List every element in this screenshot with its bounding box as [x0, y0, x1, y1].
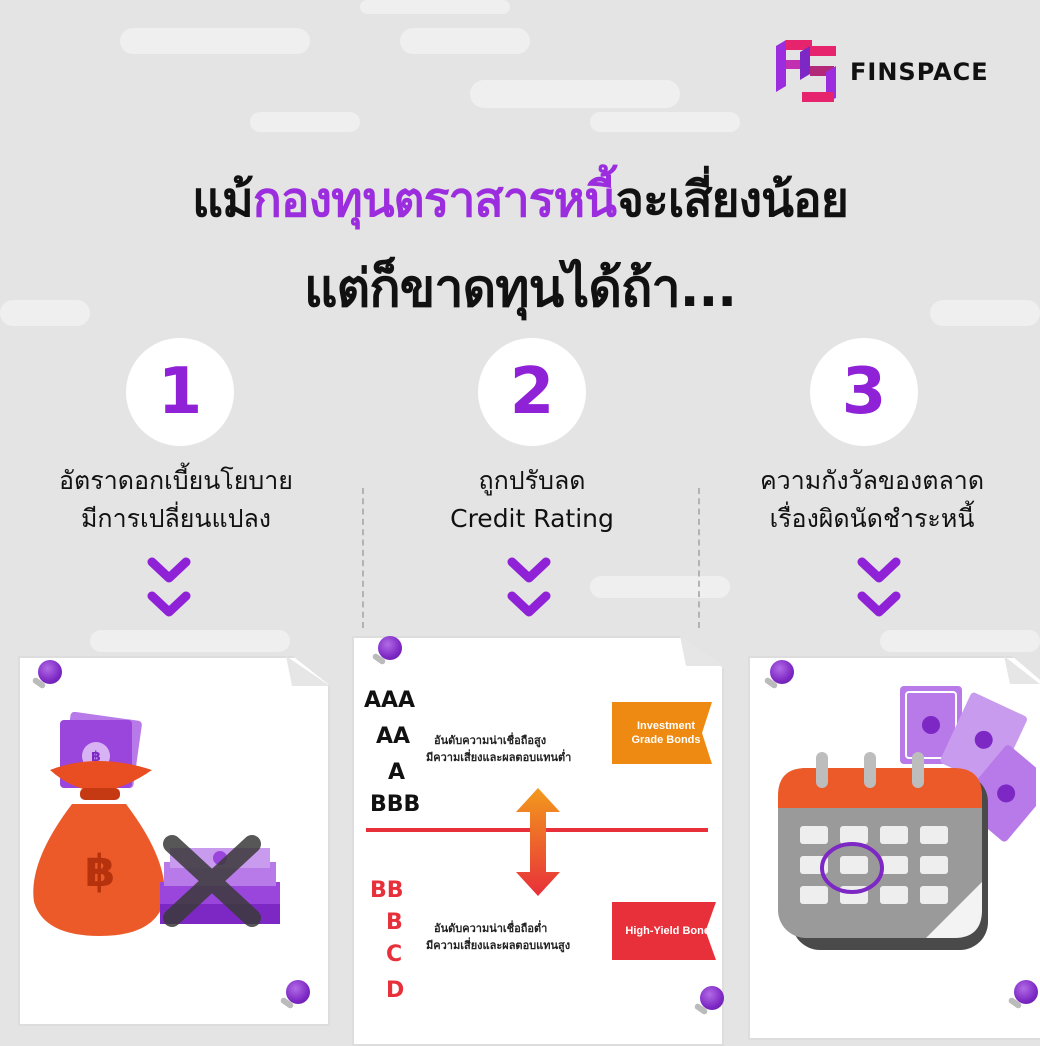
step-2-number: 2 [478, 338, 586, 446]
step-2-line-1: ถูกปรับลด [478, 466, 586, 495]
divider-1 [362, 488, 364, 628]
pin-icon [378, 636, 402, 660]
chevron-down-icon [147, 557, 191, 617]
chevron-down-icon [507, 557, 551, 617]
step-3-line-1: ความกังวัลของตลาด [759, 466, 985, 495]
step-2-text: ถูกปรับลด Credit Rating [362, 462, 702, 538]
step-1-number: 1 [126, 338, 234, 446]
step-1-line-1: อัตราดอกเบี้ยนโยบาย [59, 466, 293, 495]
page-curl-icon [680, 636, 724, 666]
rating-d: D [386, 978, 405, 1003]
highyield-desc-line-2: มีความเสี่ยงและผลตอบแทนสูง [426, 939, 571, 952]
double-arrow-icon [516, 788, 560, 896]
brand-name: FINSPACE [850, 58, 989, 86]
pin-icon [1014, 980, 1038, 1004]
pin-icon [700, 986, 724, 1010]
divider-2 [698, 488, 700, 628]
investment-desc-line-1: อันดับความน่าเชื่อถือสูง [434, 734, 547, 747]
investment-desc-line-2: มีความเสี่ยงและผลตอบแทนต่ำ [426, 751, 572, 764]
step-2-line-2: Credit Rating [450, 504, 614, 533]
rating-c: C [386, 942, 403, 967]
pin-icon [38, 660, 62, 684]
investment-description: อันดับความน่าเชื่อถือสูง มีความเสี่ยงและ… [426, 732, 571, 766]
rating-bb: BB [370, 878, 404, 903]
high-yield-tag: High-Yield Bond [612, 902, 716, 960]
pin-icon [286, 980, 310, 1004]
chevron-down-icon [857, 557, 901, 617]
step-3-line-2: เรื่องผิดนัดชำระหนี้ [769, 504, 975, 533]
highyield-desc-line-1: อันดับความน่าเชื่อถือต่ำ [434, 922, 548, 935]
brand-logo: FINSPACE [776, 38, 988, 107]
money-bag-icon: ฿ ฿ [33, 712, 280, 936]
rating-aaa: AAA [364, 688, 416, 713]
svg-text:฿: ฿ [91, 749, 101, 765]
page-curl-icon [286, 656, 330, 686]
headline-highlight: กองทุนตราสารหนี้ [252, 172, 617, 228]
pin-icon [770, 660, 794, 684]
headline-line-1: แม้กองทุนตราสารหนี้จะเสี่ยงน้อย [0, 162, 1040, 238]
highyield-description: อันดับความน่าเชื่อถือต่ำ มีความเสี่ยงและ… [426, 920, 570, 954]
headline-suffix: จะเสี่ยงน้อย [615, 172, 849, 228]
rating-b: B [386, 910, 403, 935]
rating-aa: AA [376, 724, 411, 749]
rating-bbb: BBB [370, 792, 421, 817]
headline-prefix: แม้ [192, 172, 254, 228]
finspace-logo-icon [776, 40, 836, 102]
step-3-number: 3 [810, 338, 918, 446]
investment-grade-tag: Investment Grade Bonds [612, 702, 712, 764]
step-1-line-2: มีการเปลี่ยนแปลง [80, 504, 272, 533]
svg-text:฿: ฿ [85, 846, 116, 897]
headline-line-2: แต่ก็ขาดทุนได้ถ้า... [304, 259, 737, 319]
step-1-text: อัตราดอกเบี้ยนโยบาย มีการเปลี่ยนแปลง [6, 462, 346, 538]
step-3-text: ความกังวัลของตลาด เรื่องผิดนัดชำระหนี้ [702, 462, 1040, 538]
rating-a: A [388, 760, 406, 785]
page-curl-icon [1004, 656, 1040, 684]
calendar-with-money-icon [778, 686, 1036, 950]
